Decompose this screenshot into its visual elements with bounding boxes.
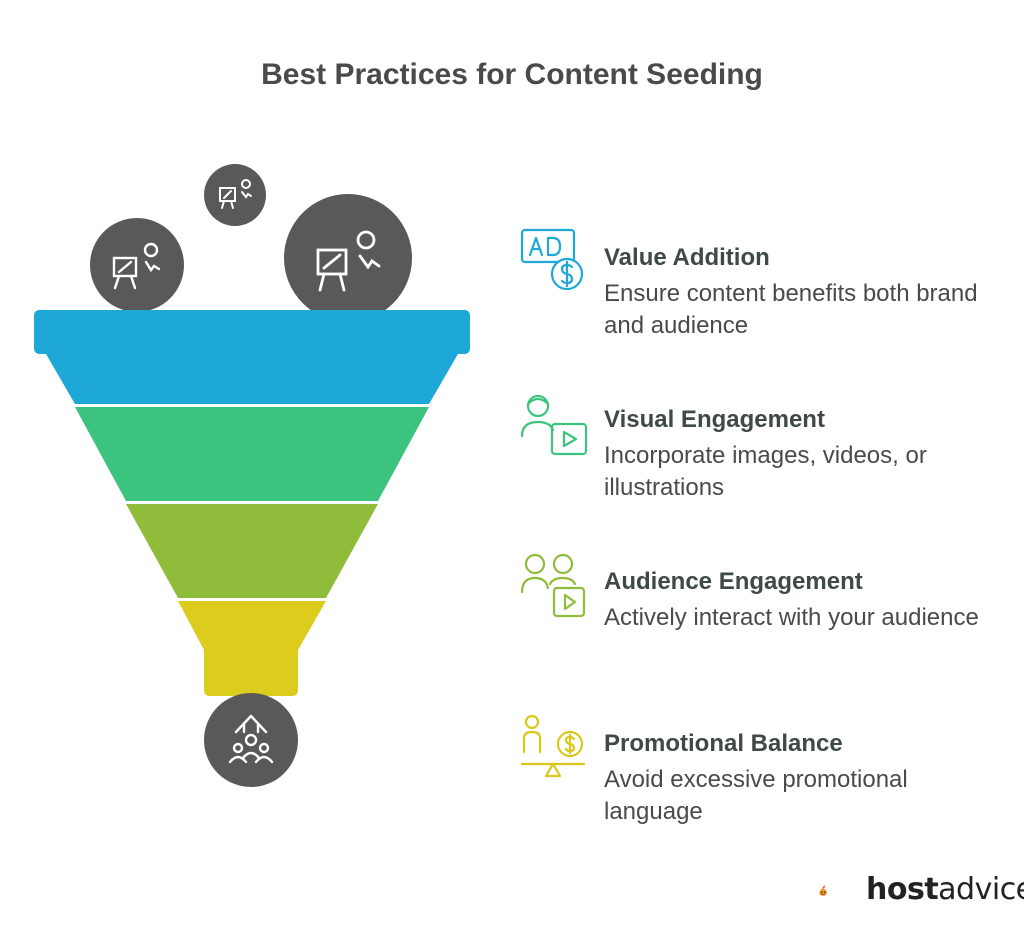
logo-bold-text: host [866,872,939,907]
presentation-icon [112,242,161,290]
funnel-layer-1 [34,310,470,404]
page-title: Best Practices for Content Seeding [261,58,763,91]
funnel-layer-4 [178,601,326,696]
person-video-icon [520,394,588,456]
input-bubble-large [284,194,412,322]
input-bubble-left [90,218,184,312]
input-bubble-small [204,164,266,226]
item-description: Avoid excessive promotional language [604,766,908,825]
item-heading: Promotional Balance [604,730,843,757]
hostadvice-logo-text: hostadvice. [866,872,1024,907]
ad-dollar-icon [520,228,584,291]
funnel-layer-3 [126,504,378,598]
funnel-layer-2 [75,407,429,501]
output-bubble [204,693,298,787]
hostadvice-logo-icon [819,885,827,896]
logo-regular-text: advice. [938,872,1024,907]
presentation-icon [219,179,252,209]
item-description: Actively interact with your audience [604,604,979,631]
item-description: Ensure content benefits both brand and a… [604,280,978,339]
item-heading: Value Addition [604,244,770,271]
balance-scale-icon [520,714,586,778]
funnel-diagram [34,164,470,787]
item-heading: Audience Engagement [604,568,863,595]
presentation-icon [316,230,381,292]
item-heading: Visual Engagement [604,406,825,433]
group-video-icon [520,553,586,618]
growth-people-icon [228,714,274,764]
item-description: Incorporate images, videos, or illustrat… [604,442,927,501]
